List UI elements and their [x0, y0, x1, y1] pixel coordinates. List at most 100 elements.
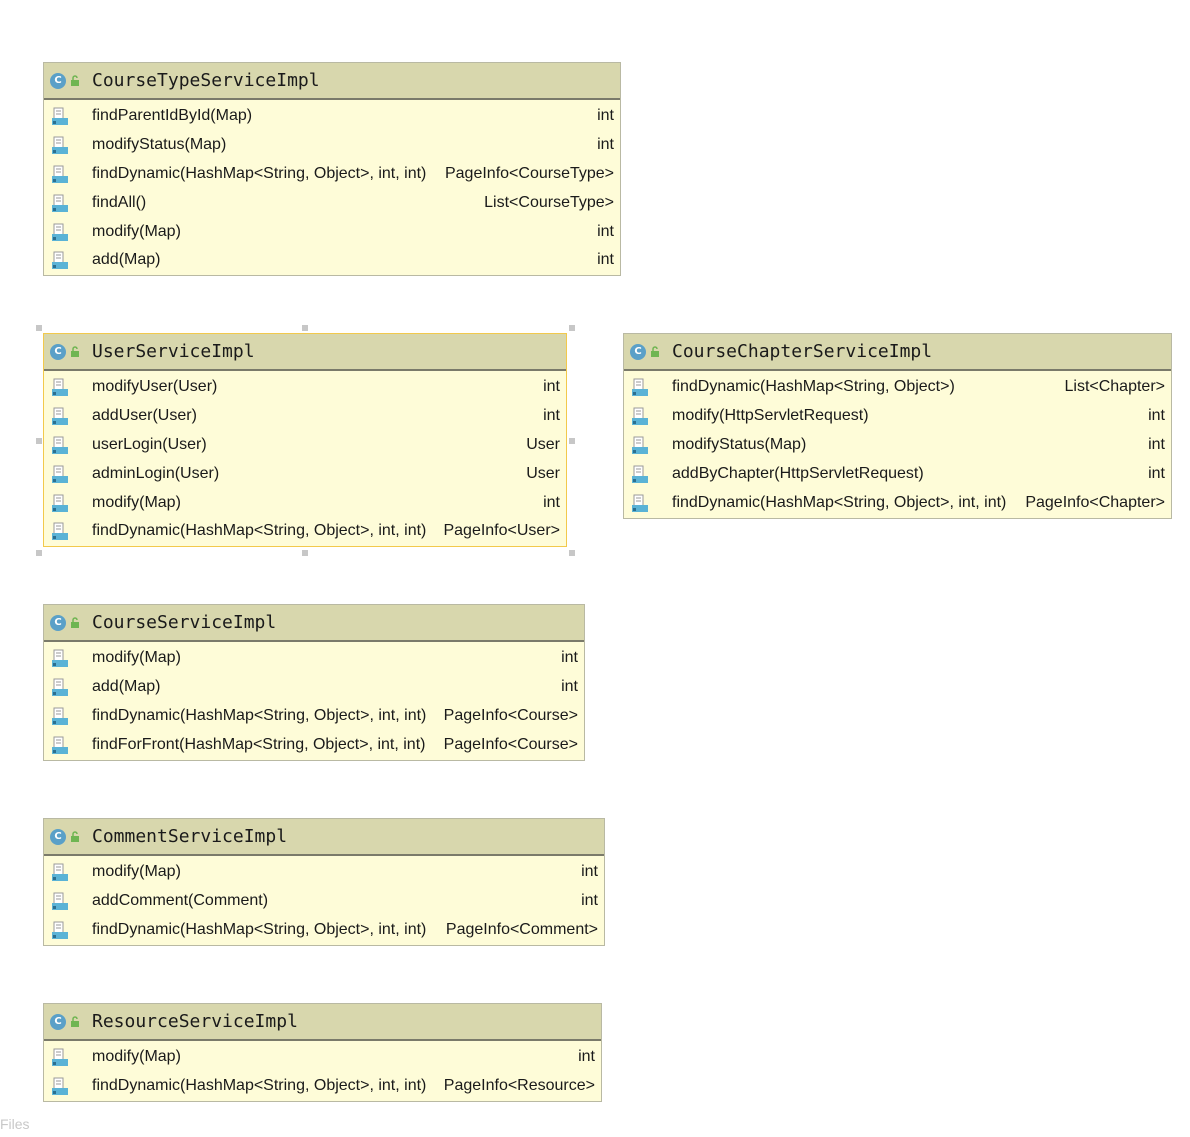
selection-handle[interactable]: [302, 325, 308, 331]
class-name: ResourceServiceImpl: [92, 1011, 298, 1032]
method-row[interactable]: findDynamic(HashMap<String, Object>, int…: [44, 160, 620, 189]
method-row[interactable]: userLogin(User) User: [44, 431, 566, 460]
method-signature: modify(Map): [92, 863, 181, 881]
method-row[interactable]: modify(Map)int: [44, 858, 604, 887]
class-name: CourseChapterServiceImpl: [672, 341, 933, 362]
class-icon: C: [50, 1013, 66, 1030]
method-icon: [50, 920, 70, 940]
selection-handle[interactable]: [36, 438, 42, 444]
method-return-type: int: [561, 649, 578, 667]
class-box-coursetypeserviceimpl[interactable]: C CourseTypeServiceImpl findParentIdById…: [43, 62, 621, 276]
class-header[interactable]: C UserServiceImpl: [44, 334, 566, 371]
method-return-type: int: [1148, 464, 1165, 482]
method-signature: findDynamic(HashMap<String, Object>, int…: [92, 706, 427, 724]
method-row[interactable]: findParentIdById(Map)int: [44, 102, 620, 131]
method-list: modify(Map)int addComment(Comment)int fi…: [44, 856, 604, 944]
selection-handle[interactable]: [302, 550, 308, 556]
method-row[interactable]: addByChapter(HttpServletRequest) int: [624, 459, 1171, 488]
method-return-type: PageInfo<Chapter>: [1025, 493, 1165, 511]
method-return-type: int: [597, 136, 614, 154]
method-signature: add(Map): [92, 678, 161, 696]
method-signature: findAll(): [92, 193, 147, 211]
method-signature: findDynamic(HashMap<String, Object>, int…: [92, 164, 427, 182]
method-row[interactable]: add(Map) int: [44, 673, 584, 702]
selection-handle[interactable]: [36, 550, 42, 556]
method-row[interactable]: modify(Map)int: [44, 1043, 601, 1072]
method-signature: userLogin(User): [92, 435, 207, 453]
method-row[interactable]: addComment(Comment)int: [44, 887, 604, 916]
method-icon: [630, 377, 650, 397]
class-box-resourceserviceimpl[interactable]: C ResourceServiceImpl modify(Map)int fin…: [43, 1003, 602, 1102]
method-row[interactable]: modifyStatus(Map)int: [624, 431, 1171, 460]
method-icon: [50, 250, 70, 270]
method-row[interactable]: findDynamic(HashMap<String, Object>, int…: [44, 517, 566, 546]
method-icon: [630, 435, 650, 455]
method-return-type: int: [543, 407, 560, 425]
method-row[interactable]: modify(Map)int: [44, 488, 566, 517]
method-signature: findDynamic(HashMap<String, Object>, int…: [92, 522, 427, 540]
method-return-type: User: [526, 435, 560, 453]
method-signature: findDynamic(HashMap<String, Object>, int…: [92, 1077, 427, 1095]
method-signature: modify(Map): [92, 1048, 181, 1066]
public-lock-icon: [70, 74, 84, 88]
selection-handle[interactable]: [569, 438, 575, 444]
method-signature: findForFront(HashMap<String, Object>, in…: [92, 735, 426, 753]
method-row[interactable]: findForFront(HashMap<String, Object>, in…: [44, 730, 584, 759]
method-row[interactable]: add(Map)int: [44, 246, 620, 275]
method-signature: findDynamic(HashMap<String, Object>, int…: [672, 493, 1007, 511]
class-box-userserviceimpl[interactable]: C UserServiceImpl modifyUser(User)int ad…: [43, 333, 567, 547]
method-row[interactable]: adminLogin(User)User: [44, 459, 566, 488]
class-header[interactable]: C CommentServiceImpl: [44, 819, 604, 856]
class-name: UserServiceImpl: [92, 341, 255, 362]
public-lock-icon: [70, 616, 84, 630]
method-row[interactable]: modifyStatus(Map)int: [44, 131, 620, 160]
selection-handle[interactable]: [36, 325, 42, 331]
method-row[interactable]: findAll()List<CourseType>: [44, 188, 620, 217]
method-signature: modify(Map): [92, 222, 181, 240]
selection-handle[interactable]: [569, 550, 575, 556]
method-signature: modifyStatus(Map): [672, 435, 807, 453]
method-icon: [50, 193, 70, 213]
class-header[interactable]: C ResourceServiceImpl: [44, 1004, 601, 1041]
method-row[interactable]: findDynamic(HashMap<String, Object>, int…: [44, 702, 584, 731]
method-return-type: PageInfo<Comment>: [445, 920, 598, 938]
method-return-type: PageInfo<User>: [443, 522, 560, 540]
method-return-type: List<Chapter>: [1064, 378, 1165, 396]
method-return-type: int: [597, 107, 614, 125]
method-row[interactable]: modify(Map)int: [44, 217, 620, 246]
class-header[interactable]: C CourseTypeServiceImpl: [44, 63, 620, 100]
method-signature: addByChapter(HttpServletRequest): [672, 464, 924, 482]
class-box-commentserviceimpl[interactable]: C CommentServiceImpl modify(Map)int addC…: [43, 818, 605, 946]
method-row[interactable]: findDynamic(HashMap<String, Object>, int…: [44, 1072, 601, 1101]
class-header[interactable]: C CourseChapterServiceImpl: [624, 334, 1171, 371]
method-icon: [630, 493, 650, 513]
method-row[interactable]: findDynamic(HashMap<String, Object>, int…: [44, 916, 604, 945]
class-header[interactable]: C CourseServiceImpl: [44, 605, 584, 642]
selection-handle[interactable]: [569, 325, 575, 331]
method-icon: [50, 862, 70, 882]
method-icon: [50, 677, 70, 697]
class-box-coursechapterserviceimpl[interactable]: C CourseChapterServiceImpl findDynamic(H…: [623, 333, 1172, 519]
method-icon: [630, 464, 650, 484]
method-row[interactable]: findDynamic(HashMap<String, Object>)List…: [624, 373, 1171, 402]
method-signature: modifyUser(User): [92, 378, 218, 396]
method-icon: [630, 406, 650, 426]
method-row[interactable]: modify(HttpServletRequest)int: [624, 402, 1171, 431]
method-icon: [50, 406, 70, 426]
method-return-type: int: [561, 678, 578, 696]
method-list: modifyUser(User)int addUser(User)int use…: [44, 371, 566, 546]
class-box-courseserviceimpl[interactable]: C CourseServiceImpl modify(Map)int add(M…: [43, 604, 585, 761]
method-row[interactable]: findDynamic(HashMap<String, Object>, int…: [624, 488, 1171, 517]
method-row[interactable]: modifyUser(User)int: [44, 373, 566, 402]
method-icon: [50, 891, 70, 911]
method-signature: findDynamic(HashMap<String, Object>, int…: [92, 920, 427, 938]
class-name: CommentServiceImpl: [92, 826, 288, 847]
method-row[interactable]: modify(Map)int: [44, 644, 584, 673]
method-return-type: PageInfo<CourseType>: [444, 164, 614, 182]
method-row[interactable]: addUser(User)int: [44, 402, 566, 431]
method-icon: [50, 706, 70, 726]
public-lock-icon: [70, 830, 84, 844]
method-icon: [50, 164, 70, 184]
method-return-type: int: [543, 493, 560, 511]
method-icon: [50, 135, 70, 155]
